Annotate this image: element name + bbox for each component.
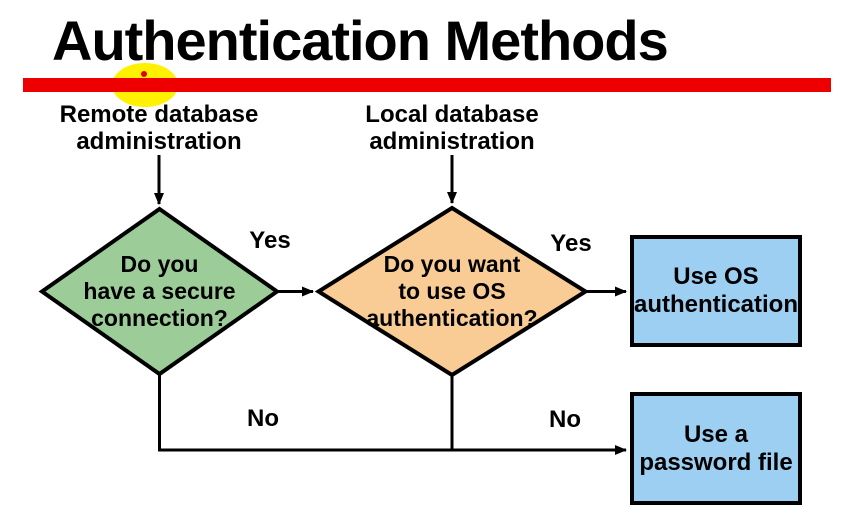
- label-local-database-administration: Local database administration: [365, 101, 539, 155]
- action-use-password-file-shape: [630, 392, 802, 505]
- page-title: Authentication Methods: [52, 9, 669, 72]
- edge-label-os-yes: Yes: [550, 230, 592, 257]
- decision-secure-connection-label: Do you have a secure connection?: [83, 251, 236, 331]
- action-use-os-authentication-text: Use OS authentication: [630, 235, 802, 347]
- title-underline-bar: [23, 78, 831, 92]
- decision-secure-connection-shape: [38, 206, 281, 377]
- laser-pointer-dot: [141, 71, 147, 77]
- label-remote-database-administration: Remote database administration: [59, 101, 259, 155]
- action-use-os-authentication-label: Use OS authentication: [633, 263, 798, 318]
- decision-os-authentication-shape: [314, 205, 590, 378]
- decision-os-authentication-label: Do you want to use OS authentication?: [366, 251, 538, 331]
- decision-secure-connection-text: Do you have a secure connection?: [42, 209, 277, 374]
- edge-label-secure-yes: Yes: [249, 227, 291, 254]
- action-use-password-file-text: Use a password file: [630, 392, 802, 505]
- action-use-password-file-label: Use a password file: [639, 420, 793, 476]
- arrow-no-route-to-password-box: [158, 373, 627, 455]
- action-use-os-authentication-shape: [630, 235, 802, 347]
- edge-label-secure-no: No: [247, 405, 279, 432]
- edge-label-os-no: No: [549, 406, 581, 433]
- decision-os-authentication-text: Do you want to use OS authentication?: [318, 208, 586, 375]
